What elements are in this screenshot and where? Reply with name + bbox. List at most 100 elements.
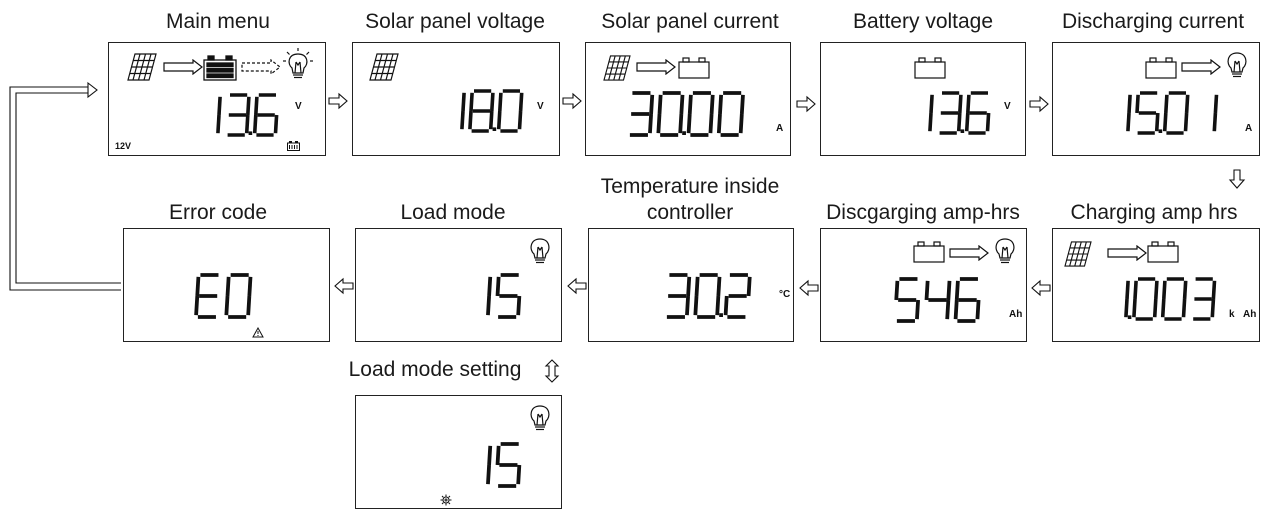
segment xyxy=(894,280,900,301)
segment xyxy=(679,94,685,115)
arrow-icon xyxy=(1029,96,1049,112)
battery-icon xyxy=(914,57,946,79)
unit-main-menu: V xyxy=(295,101,302,112)
segment xyxy=(244,114,250,134)
segment xyxy=(709,94,715,115)
lcd-main-menu: V 12V xyxy=(108,42,326,156)
up-down-arrow-icon xyxy=(544,359,560,383)
battery-icon xyxy=(913,241,945,263)
segment xyxy=(1135,94,1140,114)
lcd-error-code xyxy=(123,228,330,342)
arrow-icon xyxy=(163,59,203,75)
segment xyxy=(1181,298,1187,318)
segment xyxy=(461,92,466,112)
segment xyxy=(715,295,721,316)
segment xyxy=(985,112,991,132)
solar-panel-icon xyxy=(127,53,157,81)
solar-panel-icon xyxy=(603,55,631,81)
segment xyxy=(656,113,662,134)
seven-segment-display xyxy=(216,93,279,137)
arrow-icon xyxy=(241,59,281,75)
lcd-value-load-mode xyxy=(464,273,528,324)
caption-load-mode: Load mode xyxy=(400,201,506,224)
lcd-value-temperature xyxy=(663,273,758,324)
decimal-point xyxy=(248,131,253,135)
battery-icon xyxy=(203,55,237,81)
segment xyxy=(966,94,971,114)
segment xyxy=(1210,298,1216,318)
segment xyxy=(739,94,745,115)
caption-discharging-amp-hrs: Discgarging amp-hrs xyxy=(826,201,1020,224)
caption-load-mode-setting: Load mode setting xyxy=(348,358,522,381)
gear-icon xyxy=(440,494,452,506)
arrow-icon xyxy=(1229,169,1245,189)
unit-solar-panel-current: A xyxy=(776,123,784,134)
segment xyxy=(928,112,933,132)
caption-main-menu: Main menu xyxy=(166,10,270,33)
segment xyxy=(746,276,752,297)
lcd-value-discharging-amp-hrs xyxy=(893,277,988,328)
segment xyxy=(954,280,960,301)
caption-temperature-line1: Temperature inside xyxy=(600,175,780,198)
segment xyxy=(929,94,934,114)
bulb-icon xyxy=(1227,52,1247,78)
segment xyxy=(1162,280,1167,300)
segment xyxy=(694,276,700,297)
arrow-icon xyxy=(567,278,587,294)
lcd-value-main-menu xyxy=(195,93,285,142)
segment xyxy=(247,276,253,297)
voltage-tag: 12V xyxy=(115,141,132,151)
caption-error-code: Error code xyxy=(168,201,268,224)
lcd-solar-panel-voltage: V xyxy=(352,42,560,156)
segment xyxy=(956,112,962,132)
seven-segment-display xyxy=(1126,91,1219,135)
lcd-value-load-mode-setting xyxy=(464,442,528,493)
unit-discharging-amp-hrs: Ah xyxy=(1009,309,1023,320)
segment xyxy=(945,299,951,320)
segment xyxy=(964,112,970,132)
segment xyxy=(1183,112,1189,132)
segment xyxy=(716,113,722,134)
segment xyxy=(657,94,663,115)
battery-icon xyxy=(678,57,710,79)
decimal-point xyxy=(1127,315,1132,319)
bulb-icon xyxy=(530,238,550,264)
segment xyxy=(487,445,493,466)
segment xyxy=(678,113,684,134)
bulb-icon xyxy=(995,238,1015,264)
segment xyxy=(716,276,722,297)
segment xyxy=(488,110,494,130)
arrow-icon xyxy=(328,93,348,109)
segment xyxy=(486,464,491,485)
arrow-icon xyxy=(636,59,676,75)
segment xyxy=(958,94,963,114)
segment xyxy=(1126,112,1131,132)
segment xyxy=(1164,94,1169,114)
battery-icon xyxy=(1147,241,1179,263)
segment xyxy=(1184,94,1190,114)
segment xyxy=(1182,280,1188,300)
segment xyxy=(975,299,981,320)
seven-segment-display xyxy=(928,91,991,135)
segment xyxy=(273,114,279,134)
segment xyxy=(1211,280,1217,300)
unit-battery-voltage: V xyxy=(1004,101,1011,112)
segment xyxy=(686,113,692,134)
battery-icon xyxy=(1145,57,1177,79)
segment xyxy=(225,276,231,297)
segment xyxy=(648,113,653,134)
seven-segment-display xyxy=(486,273,522,319)
segment xyxy=(468,110,473,130)
segment xyxy=(953,299,959,320)
caption-charging-amp-hrs: Charging amp hrs xyxy=(1070,201,1238,224)
caption-battery-voltage: Battery voltage xyxy=(852,10,994,33)
lcd-discharging-current: A xyxy=(1052,42,1260,156)
segment xyxy=(686,276,692,297)
decimal-point xyxy=(492,127,497,131)
battery-small-icon xyxy=(287,141,300,151)
arrow-icon xyxy=(562,93,582,109)
solar-panel-icon xyxy=(369,53,399,81)
lcd-value-error-code xyxy=(194,273,258,324)
segment xyxy=(487,276,493,297)
arrow-icon xyxy=(334,278,354,294)
